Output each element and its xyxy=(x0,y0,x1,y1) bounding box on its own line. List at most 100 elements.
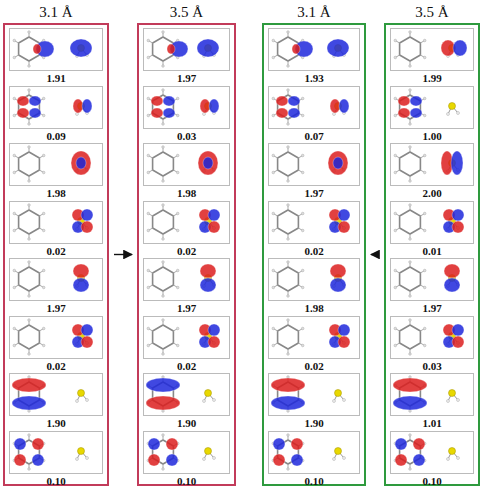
geometry-column-box: 3.5 Å1.991.002.000.011.970.031.010.10 xyxy=(384,23,480,486)
orbital-panel: 0.10 xyxy=(390,431,474,488)
occupation-number: 0.03 xyxy=(390,360,474,372)
orbital-illustration xyxy=(9,86,103,129)
orbital-illustration xyxy=(9,373,103,416)
occupation-number: 0.02 xyxy=(268,360,360,372)
orbital-illustration xyxy=(143,258,230,301)
orbital-illustration xyxy=(143,143,230,186)
orbital-illustration xyxy=(390,431,474,474)
occupation-number: 0.03 xyxy=(143,130,230,142)
orbital-illustration xyxy=(268,373,360,416)
orbital-illustration xyxy=(9,143,103,186)
geometry-column-box: 3.5 Å1.970.031.980.021.970.021.900.10 xyxy=(137,23,236,486)
orbital-illustration xyxy=(143,201,230,244)
occupation-number: 1.97 xyxy=(268,187,360,199)
orbital-illustration xyxy=(390,143,474,186)
orbital-panel: 1.01 xyxy=(390,373,474,431)
orbital-illustration xyxy=(143,28,230,71)
occupation-number: 0.07 xyxy=(268,130,360,142)
orbital-panel: 0.07 xyxy=(268,86,360,144)
distance-heading: 3.1 Å xyxy=(264,4,364,21)
occupation-number: 1.90 xyxy=(143,417,230,429)
orbital-illustration xyxy=(268,431,360,474)
orbital-illustration xyxy=(9,258,103,301)
occupation-number: 0.10 xyxy=(9,475,103,487)
orbital-illustration xyxy=(143,86,230,129)
orbital-panel: 1.99 xyxy=(390,28,474,86)
orbital-panel: 1.93 xyxy=(268,28,360,86)
orbital-illustration xyxy=(390,86,474,129)
occupation-number: 1.90 xyxy=(9,417,103,429)
orbital-illustration xyxy=(143,373,230,416)
orbital-panel: 1.98 xyxy=(268,258,360,316)
orbital-illustration xyxy=(9,28,103,71)
orbital-panel: 1.98 xyxy=(143,143,230,201)
orbital-panel: 0.03 xyxy=(390,316,474,374)
orbital-illustration xyxy=(268,258,360,301)
orbital-panel: 0.02 xyxy=(9,316,103,374)
occupation-number: 0.02 xyxy=(9,245,103,257)
orbital-panel: 1.97 xyxy=(390,258,474,316)
occupation-number: 0.02 xyxy=(268,245,360,257)
occupation-number: 2.00 xyxy=(390,187,474,199)
occupation-number: 1.98 xyxy=(143,187,230,199)
occupation-number: 0.01 xyxy=(390,245,474,257)
orbital-panel: 2.00 xyxy=(390,143,474,201)
orbital-panel: 1.97 xyxy=(268,143,360,201)
occupation-number: 0.02 xyxy=(9,360,103,372)
orbital-illustration xyxy=(143,431,230,474)
orbital-panel: 0.02 xyxy=(268,201,360,259)
occupation-number: 1.98 xyxy=(268,302,360,314)
orbital-panel: 0.10 xyxy=(268,431,360,488)
orbital-panel: 0.10 xyxy=(9,431,103,488)
orbital-illustration xyxy=(9,431,103,474)
occupation-number: 0.02 xyxy=(143,360,230,372)
occupation-number: 1.00 xyxy=(390,130,474,142)
occupation-number: 1.97 xyxy=(9,302,103,314)
orbital-illustration xyxy=(268,28,360,71)
orbital-illustration xyxy=(268,143,360,186)
orbital-panel: 1.91 xyxy=(9,28,103,86)
orbital-panel: 0.02 xyxy=(9,201,103,259)
orbital-illustration xyxy=(390,373,474,416)
occupation-number: 1.97 xyxy=(143,302,230,314)
orbital-illustration xyxy=(9,201,103,244)
distance-heading: 3.5 Å xyxy=(386,4,478,21)
distance-heading: 3.5 Å xyxy=(139,4,234,21)
orbital-panel: 0.01 xyxy=(390,201,474,259)
orbital-illustration xyxy=(390,258,474,301)
orbital-panel: 1.98 xyxy=(9,143,103,201)
occupation-number: 1.91 xyxy=(9,72,103,84)
orbital-panel: 0.09 xyxy=(9,86,103,144)
orbital-illustration xyxy=(268,86,360,129)
orbital-panel: 1.90 xyxy=(9,373,103,431)
occupation-number: 0.10 xyxy=(143,475,230,487)
orbital-illustration xyxy=(268,316,360,359)
distance-heading: 3.1 Å xyxy=(5,4,107,21)
occupation-number: 0.10 xyxy=(268,475,360,487)
orbital-panel: 1.97 xyxy=(143,28,230,86)
orbital-panel: 1.90 xyxy=(268,373,360,431)
orbital-panel: 0.02 xyxy=(268,316,360,374)
orbital-illustration xyxy=(268,201,360,244)
orbital-panel: 1.00 xyxy=(390,86,474,144)
occupation-number: 0.09 xyxy=(9,130,103,142)
geometry-column-box: 3.1 Å1.910.091.980.021.970.021.900.10 xyxy=(3,23,109,486)
orbital-panel: 0.03 xyxy=(143,86,230,144)
orbital-panel: 0.02 xyxy=(143,201,230,259)
orbital-panel: 1.97 xyxy=(9,258,103,316)
occupation-number: 1.97 xyxy=(390,302,474,314)
occupation-number: 1.98 xyxy=(9,187,103,199)
orbital-illustration xyxy=(390,201,474,244)
occupation-number: 1.93 xyxy=(268,72,360,84)
orbital-panel: 0.02 xyxy=(143,316,230,374)
arrow-connector xyxy=(114,254,132,255)
occupation-number: 1.90 xyxy=(268,417,360,429)
orbital-illustration xyxy=(9,316,103,359)
occupation-number: 1.97 xyxy=(143,72,230,84)
orbital-illustration xyxy=(390,316,474,359)
orbital-panel: 0.10 xyxy=(143,431,230,488)
occupation-number: 1.01 xyxy=(390,417,474,429)
orbital-panel: 1.97 xyxy=(143,258,230,316)
orbital-illustration xyxy=(390,28,474,71)
occupation-number: 1.99 xyxy=(390,72,474,84)
